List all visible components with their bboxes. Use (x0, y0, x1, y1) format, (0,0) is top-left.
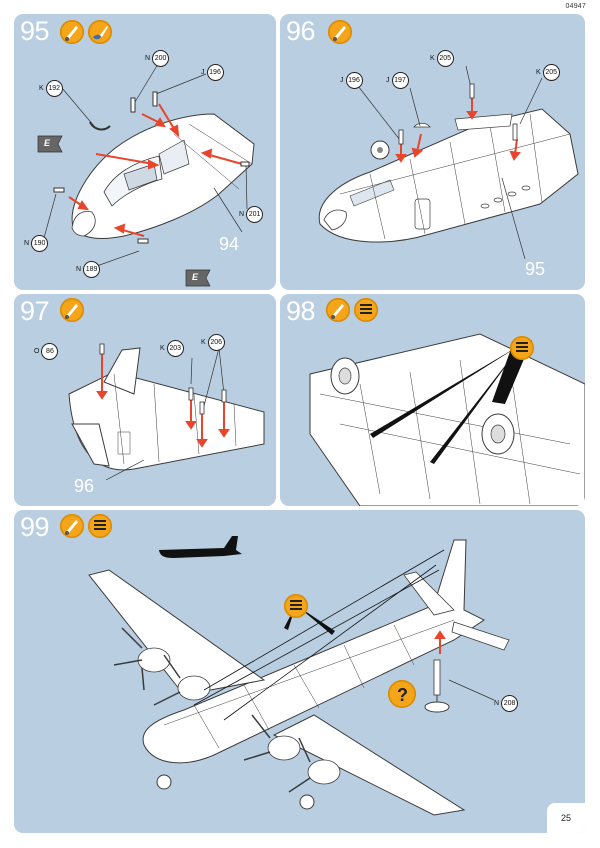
product-code: 04947 (565, 3, 586, 10)
wing-underside-illustration (309, 333, 585, 506)
complete-aircraft-illustration (88, 536, 510, 816)
paint-brush-icon (88, 20, 112, 44)
svg-text:?: ? (397, 685, 408, 705)
decal-flag-e: E (44, 138, 51, 148)
question-mark-icon: ? (388, 680, 416, 708)
step-number: 98 (286, 296, 316, 326)
decal-sheet-icon (354, 298, 378, 322)
decal-sheet-icon (510, 336, 534, 360)
glue-brush-icon (60, 20, 84, 44)
page-number: 25 (547, 803, 585, 833)
reference-step-number: 95 (525, 259, 546, 279)
step-number: 96 (286, 16, 316, 46)
decal-sheet-icon (88, 514, 112, 538)
fuselage-assembly-illustration (318, 65, 579, 260)
reference-step-number: 96 (74, 476, 95, 496)
glue-brush-icon (328, 20, 352, 44)
tail-section-illustration (68, 343, 265, 481)
step-98-panel: 98 (280, 294, 585, 506)
step-number: 99 (20, 512, 50, 542)
decal-flag-e: E (192, 272, 199, 282)
glue-brush-icon (326, 298, 350, 322)
decal-sheet-icon (284, 594, 308, 618)
step-number: 95 (20, 16, 50, 46)
reference-step-number: 94 (219, 234, 240, 254)
glue-brush-icon (60, 298, 84, 322)
fuselage-nose-illustration (37, 63, 255, 287)
glue-brush-icon (60, 514, 84, 538)
step-number: 97 (20, 296, 50, 326)
